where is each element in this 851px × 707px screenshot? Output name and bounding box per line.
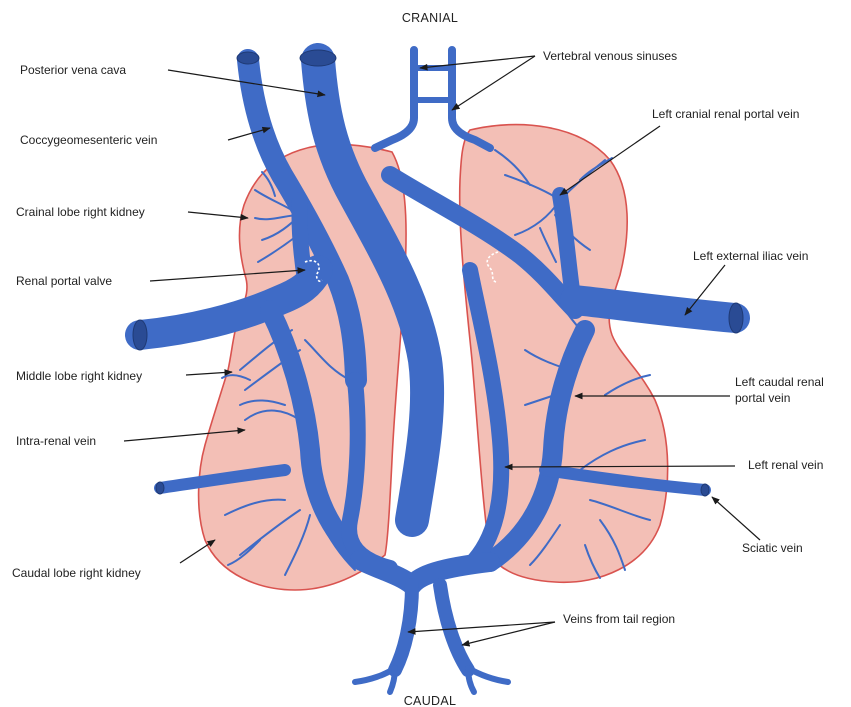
label-renal-portal-valve: Renal portal valve bbox=[16, 274, 112, 288]
right-iliac-opening bbox=[133, 320, 147, 350]
label-vertebral-venous-sinuses: Vertebral venous sinuses bbox=[543, 49, 677, 63]
label-coccygeomesenteric-vein: Coccygeomesenteric vein bbox=[20, 133, 157, 147]
label-veins-from-tail-region: Veins from tail region bbox=[563, 612, 675, 626]
tail-vein-left bbox=[440, 585, 468, 670]
tail-vein-fork-1 bbox=[355, 668, 395, 682]
label-left-caudal-renal-line2: portal vein bbox=[735, 391, 790, 405]
caudal-label: CAUDAL bbox=[404, 694, 457, 707]
left-iliac-opening bbox=[729, 303, 743, 333]
label-left-caudal-renal-line1: Left caudal renal bbox=[735, 375, 824, 389]
leader-vertebral-1 bbox=[420, 56, 535, 68]
leader-caudal-lobe bbox=[180, 540, 215, 563]
vertebral-sinus-left bbox=[375, 50, 414, 148]
label-crainal-lobe-right-kidney: Crainal lobe right kidney bbox=[16, 205, 145, 219]
label-posterior-vena-cava: Posterior vena cava bbox=[20, 63, 126, 77]
tail-vein-right bbox=[395, 585, 412, 670]
label-middle-lobe-right-kidney: Middle lobe right kidney bbox=[16, 369, 142, 383]
label-caudal-lobe-right-kidney: Caudal lobe right kidney bbox=[12, 566, 141, 580]
leader-sciatic bbox=[712, 497, 760, 540]
label-left-external-iliac-vein: Left external iliac vein bbox=[693, 249, 808, 263]
left-external-iliac-vein bbox=[575, 300, 735, 318]
vena-cava-opening bbox=[300, 50, 336, 66]
caudal-confluence bbox=[360, 560, 490, 585]
leader-vertebral-2 bbox=[452, 56, 535, 110]
label-left-cranial-renal-portal-vein: Left cranial renal portal vein bbox=[652, 107, 799, 121]
leader-crainal-lobe bbox=[188, 212, 248, 218]
label-sciatic-vein: Sciatic vein bbox=[742, 541, 803, 555]
leader-middle-lobe bbox=[186, 372, 232, 375]
coccygeomesenteric-opening bbox=[237, 52, 259, 64]
label-intra-renal-vein: Intra-renal vein bbox=[16, 434, 96, 448]
right-sciatic-opening bbox=[156, 482, 164, 494]
label-left-renal-vein: Left renal vein bbox=[748, 458, 823, 472]
cranial-label: CRANIAL bbox=[402, 11, 458, 25]
tail-vein-fork-4 bbox=[468, 668, 508, 682]
left-sciatic-opening bbox=[701, 484, 709, 496]
